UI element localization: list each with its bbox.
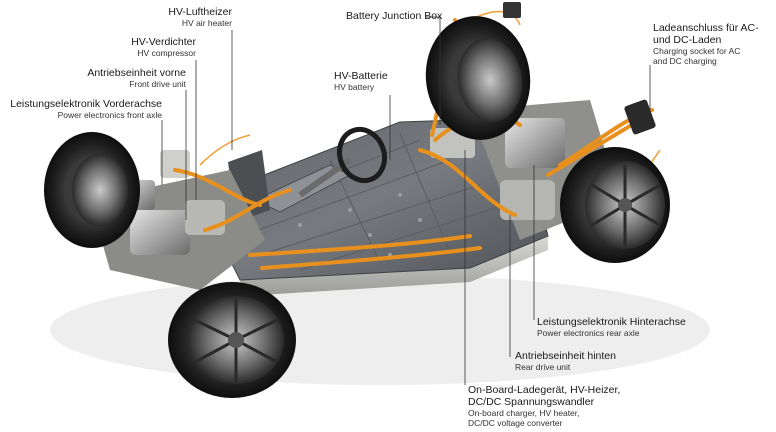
label-le-hinterachse-de: Leistungselektronik Hinterachse [537,316,686,328]
label-ladeanschluss-de1: Ladeanschluss für AC- [653,22,759,34]
rear-power-electronics-shape [505,118,565,168]
front-drive-unit-shape [130,210,190,255]
label-le-vorderachse: Leistungselektronik Vorderachse Power el… [10,98,162,120]
rear-drive-unit-shape [500,180,555,220]
label-hv-batterie-en: HV battery [334,82,375,92]
label-antrieb-hinten: Antriebseinheit hinten Rear drive unit [515,350,616,372]
leader-lines [161,16,651,385]
wheel-rear-left [425,16,531,140]
wheel-front-left [44,132,140,248]
label-hv-verdichter: HV-Verdichter HV compressor [131,36,196,58]
label-antrieb-vorne: Antriebseinheit vorne Front drive unit [87,67,186,89]
label-junction-box: Battery Junction Box [346,10,442,22]
label-hv-batterie: HV-Batterie HV battery [334,70,388,92]
label-onboard-en2: DC/DC voltage converter [468,418,563,428]
label-le-vorderachse-de: Leistungselektronik Vorderachse [10,98,162,110]
label-le-hinterachse-en: Power electronics rear axle [537,328,640,338]
label-junction-box-de: Battery Junction Box [346,10,443,22]
battery-side-skirt [240,236,548,296]
battery-pack [199,117,549,281]
label-ladeanschluss-en1: Charging socket for AC [653,46,741,56]
label-ladeanschluss: Ladeanschluss für AC- und DC-Laden Charg… [653,22,759,66]
label-hv-luftheizer: HV-Luftheizer HV air heater [168,6,232,28]
label-hv-verdichter-de: HV-Verdichter [131,36,196,48]
label-ladeanschluss-en2: and DC charging [653,56,717,66]
label-onboard-en1: On-board charger, HV heater, [468,408,580,418]
top-connector-shape [503,2,521,18]
label-antrieb-hinten-de: Antriebseinheit hinten [515,350,616,362]
label-hv-batterie-de: HV-Batterie [334,70,388,82]
label-antrieb-vorne-en: Front drive unit [129,79,186,89]
label-le-vorderachse-en: Power electronics front axle [57,110,162,120]
label-hv-verdichter-en: HV compressor [137,48,196,58]
label-onboard: On-Board-Ladegerät, HV-Heizer, DC/DC Spa… [468,384,620,428]
label-hv-luftheizer-en: HV air heater [181,18,232,28]
label-le-hinterachse: Leistungselektronik Hinterachse Power el… [537,316,686,338]
steering-wheel [336,126,388,184]
label-antrieb-hinten-en: Rear drive unit [515,362,571,372]
wheel-front-right [168,282,296,398]
label-antrieb-vorne-de: Antriebseinheit vorne [87,67,186,79]
charging-socket-shape [624,99,656,135]
wheel-rear-right [560,147,670,263]
label-hv-luftheizer-de: HV-Luftheizer [168,6,232,18]
label-onboard-de2: DC/DC Spannungswandler [468,396,595,408]
label-ladeanschluss-de2: und DC-Laden [653,34,722,46]
label-onboard-de1: On-Board-Ladegerät, HV-Heizer, [468,384,621,396]
